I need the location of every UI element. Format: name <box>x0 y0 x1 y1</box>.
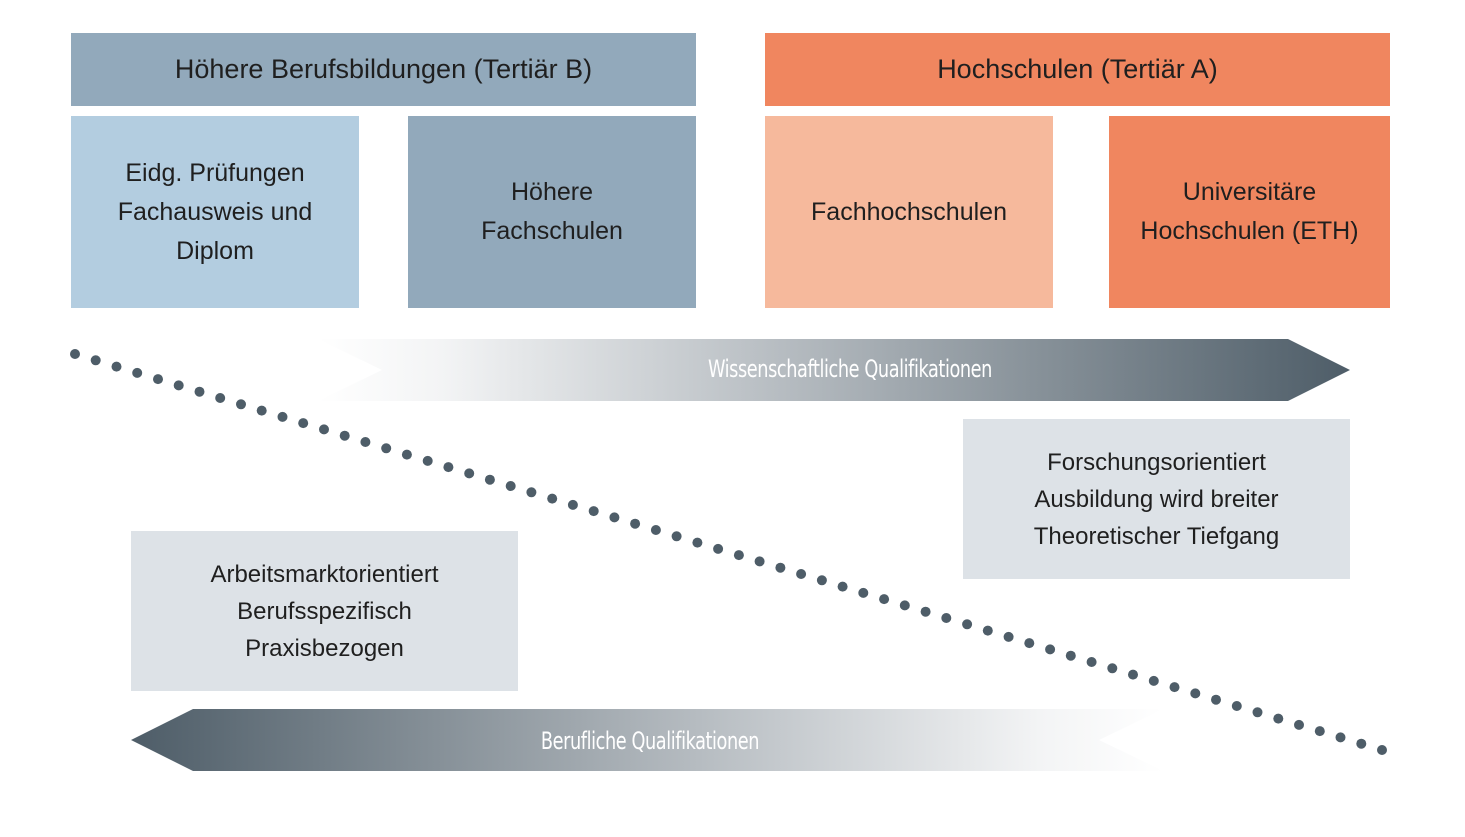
dotted-diagonal-line <box>70 349 1387 755</box>
dot <box>422 455 433 466</box>
dot <box>464 468 475 479</box>
dot <box>630 518 641 529</box>
dot <box>236 399 246 410</box>
dot <box>982 625 993 636</box>
dot <box>526 487 537 498</box>
dot <box>775 562 786 573</box>
dot <box>484 474 495 485</box>
dot <box>173 380 184 391</box>
dot <box>132 367 143 378</box>
dot <box>1335 732 1346 743</box>
dot <box>90 355 101 366</box>
dot <box>547 493 558 504</box>
dot <box>858 587 869 598</box>
dot <box>1211 694 1221 705</box>
dot <box>360 437 371 447</box>
dot <box>256 405 267 416</box>
dot <box>443 462 454 473</box>
eidg-pruefungen-box: Eidg. Prüfungen Fachausweis und Diplom <box>71 116 359 308</box>
dot <box>319 424 329 435</box>
dot <box>567 499 578 510</box>
dot <box>1314 726 1325 737</box>
dot <box>650 525 661 535</box>
dot <box>1356 738 1367 749</box>
dot <box>1252 707 1263 718</box>
dot <box>381 443 392 454</box>
dot <box>505 481 516 491</box>
vocational-arrow <box>131 709 1163 771</box>
dot <box>1273 713 1284 724</box>
dot <box>879 594 890 605</box>
dot <box>339 430 350 441</box>
tertiary-b-header: Höhere Berufsbildungen (Tertiär B) <box>71 33 696 106</box>
vocational-qualifications-label: Berufliche Qualifikationen <box>540 727 760 755</box>
dot <box>1024 638 1035 649</box>
dot <box>671 531 682 542</box>
dot <box>816 575 827 586</box>
dot <box>1045 644 1056 655</box>
scientific-qualifications-label: Wissenschaftliche Qualifikationen <box>707 355 992 383</box>
dot <box>1377 745 1387 755</box>
dot <box>1294 719 1304 730</box>
tertiary-a-header: Hochschulen (Tertiär A) <box>765 33 1390 106</box>
dot <box>1169 682 1180 693</box>
dot <box>401 449 412 460</box>
practice-oriented-note: Arbeitsmarktorientiert Berufsspezifisch … <box>131 531 518 691</box>
dot <box>277 411 288 422</box>
dot <box>899 600 910 611</box>
dot <box>298 418 309 429</box>
dot <box>1128 669 1138 680</box>
dot <box>796 569 807 579</box>
dot <box>1148 675 1159 686</box>
dot <box>1231 701 1242 711</box>
dot <box>153 374 163 385</box>
dot <box>70 349 80 359</box>
dot <box>1107 663 1118 674</box>
research-oriented-note: Forschungsorientiert Ausbildung wird bre… <box>963 419 1350 579</box>
dot <box>1065 650 1076 661</box>
dot <box>733 550 744 561</box>
dot <box>962 619 973 630</box>
fachhochschulen-box: Fachhochschulen <box>765 116 1053 308</box>
dot <box>754 556 765 567</box>
dot <box>692 537 703 548</box>
dot <box>1086 657 1097 667</box>
dot <box>941 613 952 623</box>
dot <box>194 386 205 397</box>
dot <box>920 606 931 617</box>
dot <box>215 393 226 403</box>
dot <box>588 506 599 517</box>
dot <box>1190 688 1201 699</box>
hoehere-fachschulen-box: Höhere Fachschulen <box>408 116 696 308</box>
dot <box>837 581 848 592</box>
dot <box>713 543 724 554</box>
universitaere-hochschulen-box: Universitäre Hochschulen (ETH) <box>1109 116 1390 308</box>
scientific-arrow <box>318 339 1350 401</box>
dot <box>609 512 620 523</box>
dot <box>1003 631 1014 642</box>
dot <box>111 361 122 372</box>
